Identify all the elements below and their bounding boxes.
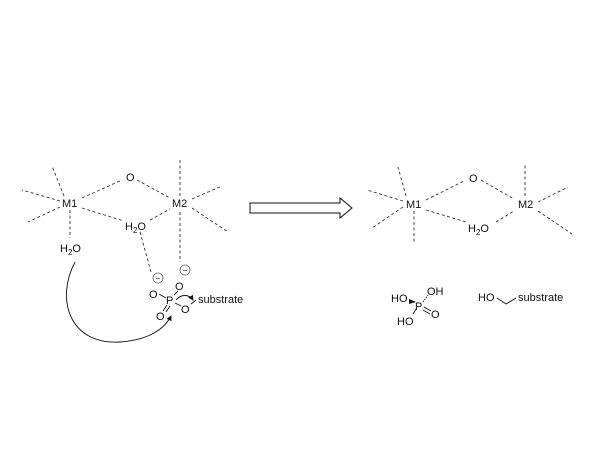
bond-m1-oxygen	[425, 180, 465, 201]
bond-m2-ligand	[191, 185, 223, 200]
negative-charge-icon: −	[152, 272, 164, 284]
bond-m1-bridging-water	[81, 207, 125, 222]
bond-m2-ligand	[191, 207, 229, 233]
bond-m1-oxygen	[81, 179, 123, 199]
bond-m2-ligand	[537, 210, 573, 235]
metal-m2: M2	[172, 198, 187, 210]
hydroxyl: HO	[478, 292, 495, 304]
metal-m2: M2	[518, 199, 533, 211]
svg-text:−: −	[183, 266, 188, 275]
phosphorus: P	[415, 301, 422, 313]
product-complex: M1 O M2 H2O HO OH P O HO HO substrate	[366, 165, 573, 328]
hydroxyl: OH	[427, 286, 444, 298]
phosphate-oxygen: O	[175, 281, 184, 293]
bond-m2-water	[495, 210, 515, 223]
bond-m1-ligand	[51, 165, 65, 197]
phosphorus: P	[166, 295, 173, 307]
bond-m2-oxygen	[480, 179, 515, 200]
leaving-group-substrate: substrate	[198, 294, 243, 306]
ester-oxygen: O	[181, 304, 190, 316]
hydroxyl: HO	[397, 316, 414, 328]
negative-charge-icon: −	[179, 264, 191, 276]
substrate: substrate	[518, 292, 563, 304]
bridging-water: H2O	[125, 221, 146, 235]
bond-m1-ligand	[366, 189, 404, 202]
bond-cleavage-arrow	[175, 294, 194, 301]
phosphoric-acid: HO OH P O HO	[391, 286, 444, 328]
bridging-oxygen: O	[469, 173, 478, 185]
bond-m2-bridging-water	[149, 208, 171, 221]
svg-text:−: −	[156, 274, 161, 283]
bridging-water: H2O	[468, 223, 489, 237]
metal-m1: M1	[406, 199, 421, 211]
bond-m1-ligand	[371, 206, 404, 229]
alcohol-product: HO substrate	[478, 292, 563, 305]
hydroxyl: HO	[391, 293, 408, 305]
hollow-right-arrow-icon	[249, 196, 353, 220]
phosphate-oxygen: O	[156, 311, 165, 323]
phosphate-group: O O P O O substrate	[149, 281, 243, 323]
oxo-oxygen: O	[431, 309, 440, 321]
bond-m1-ligand	[21, 189, 61, 202]
bond-m1-ligand	[27, 206, 61, 223]
nucleophile-water: H2O	[60, 243, 81, 257]
bond-m1-ligand	[397, 166, 407, 197]
bond-m2-ligand	[537, 186, 569, 203]
metal-m1: M1	[62, 198, 77, 210]
bond-m2-oxygen	[136, 179, 171, 199]
bridging-oxygen: O	[126, 172, 135, 184]
bond-m1-water	[425, 209, 467, 223]
reactant-complex: M1 O M2 H2O H2O − − O O P O O substrate	[21, 160, 243, 343]
bond-water-phosphate	[139, 231, 152, 273]
phosphate-oxygen: O	[149, 289, 158, 301]
nucleophilic-attack-arrow	[66, 261, 172, 343]
